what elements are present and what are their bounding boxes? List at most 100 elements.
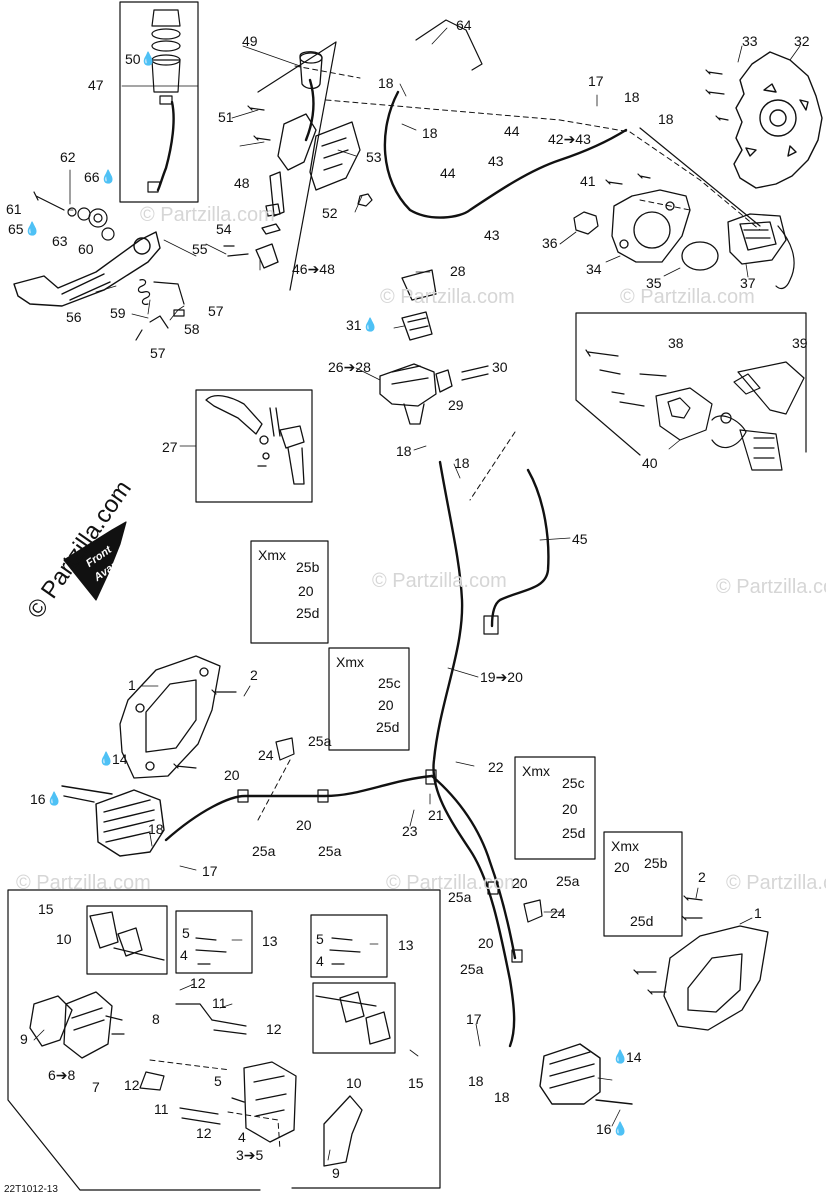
callout-label: 25d bbox=[376, 719, 400, 735]
xmx-box-title: Xmx bbox=[336, 654, 364, 670]
callout-label: 32 bbox=[794, 33, 810, 49]
callout-label: 12 bbox=[196, 1125, 212, 1141]
callout-label: 66 bbox=[84, 169, 100, 185]
cap-36 bbox=[573, 211, 599, 235]
drop-icon: 💧 bbox=[362, 317, 379, 332]
callout-label: 17 bbox=[466, 1011, 482, 1027]
callout-label: 53 bbox=[366, 149, 382, 165]
callout-label: 27 bbox=[162, 439, 178, 455]
callout-label: 18 bbox=[658, 111, 674, 127]
callout-label: 35 bbox=[646, 275, 662, 291]
xmx-box-1 bbox=[250, 540, 329, 644]
drop-icon: 💧 bbox=[24, 221, 41, 236]
callout-label: 65 bbox=[8, 221, 24, 237]
xmx-box-3 bbox=[514, 756, 596, 860]
callout-label: 50 bbox=[125, 51, 141, 67]
callout-label: 15 bbox=[408, 1075, 424, 1091]
callout-label: 5 bbox=[316, 931, 324, 947]
pins-box-2 bbox=[310, 914, 388, 978]
reservoir-group-frame bbox=[119, 1, 199, 203]
callout-label: 17 bbox=[202, 863, 218, 879]
callout-label: 48 bbox=[234, 175, 250, 191]
callout-label: 13 bbox=[262, 933, 278, 949]
hose-20-crossover bbox=[164, 774, 434, 842]
bolts-2-right bbox=[633, 895, 703, 995]
callout-label: 8 bbox=[152, 1011, 160, 1027]
callout-label: 7 bbox=[92, 1079, 100, 1095]
watermark-faint: © Partzilla.com bbox=[16, 872, 151, 894]
watermark-faint: © Partzilla.com bbox=[386, 872, 521, 894]
callout-label: 18 bbox=[378, 75, 394, 91]
callout-label: 9 bbox=[332, 1165, 340, 1181]
rear-caliper-kit-outline bbox=[575, 312, 807, 456]
callout-label: 25a bbox=[460, 961, 484, 977]
callout-label: 43 bbox=[484, 227, 500, 243]
callout-label: 4 bbox=[180, 947, 188, 963]
pads-box-2 bbox=[312, 982, 396, 1054]
callout-label: 1 bbox=[754, 905, 762, 921]
callout-label: 25a bbox=[318, 843, 342, 859]
watermark-faint: © Partzilla.com bbox=[140, 204, 275, 226]
callout-label: 64 bbox=[456, 17, 472, 33]
callout-label: 2 bbox=[698, 869, 706, 885]
nut-52 bbox=[357, 193, 373, 207]
callout-label: 5 bbox=[214, 1073, 222, 1089]
rear-brake-disc bbox=[733, 51, 823, 189]
callout-label: 51 bbox=[218, 109, 234, 125]
front-master-cylinder bbox=[379, 269, 489, 425]
callout-label: 18 bbox=[454, 455, 470, 471]
bolts-41 bbox=[605, 173, 651, 185]
callout-label: 47 bbox=[88, 77, 104, 93]
callout-label: 24 bbox=[550, 905, 566, 921]
callout-label: 20 bbox=[296, 817, 312, 833]
callout-label: 25a bbox=[448, 889, 472, 905]
drop-icon: 💧 bbox=[100, 169, 117, 184]
callout-label: 40 bbox=[642, 455, 658, 471]
callout-label: 4 bbox=[316, 953, 324, 969]
callout-label: 41 bbox=[580, 173, 596, 189]
xmx-box-title: Xmx bbox=[611, 838, 639, 854]
callout-label: 33 bbox=[742, 33, 758, 49]
hose-fittings bbox=[237, 19, 761, 963]
pins-and-bolts bbox=[105, 937, 377, 1125]
callout-label: 3➔5 bbox=[236, 1147, 264, 1163]
callout-label: 6➔8 bbox=[48, 1067, 76, 1083]
xmx-box-title: Xmx bbox=[522, 763, 550, 779]
callout-label: 25b bbox=[296, 559, 320, 575]
callout-label: 18 bbox=[396, 443, 412, 459]
hose-right-caliper bbox=[430, 774, 517, 960]
seal-ring-35 bbox=[681, 241, 719, 271]
callout-label: 16 bbox=[30, 791, 46, 807]
callout-label: 39 bbox=[792, 335, 808, 351]
xmx-box-title: Xmx bbox=[258, 547, 286, 563]
callout-label: 21 bbox=[428, 807, 444, 823]
callout-label: 11 bbox=[212, 995, 227, 1011]
hose-45-abs bbox=[490, 468, 550, 628]
callout-label: 57 bbox=[150, 345, 166, 361]
callout-label: 2 bbox=[250, 667, 258, 683]
disc-bolts bbox=[705, 69, 729, 121]
callout-label: 19➔20 bbox=[480, 669, 523, 685]
front-caliper-kit-outline bbox=[7, 889, 441, 1191]
drop-icon: 💧 bbox=[612, 1049, 629, 1064]
callout-label: 52 bbox=[322, 205, 338, 221]
callout-label: 5 bbox=[182, 925, 190, 941]
callout-label: 20 bbox=[378, 697, 394, 713]
callout-label: 20 bbox=[224, 767, 240, 783]
callout-label: 25c bbox=[378, 675, 401, 691]
callout-label: 10 bbox=[56, 931, 72, 947]
callout-label: 25a bbox=[308, 733, 332, 749]
callout-label: 16 bbox=[596, 1121, 612, 1137]
callout-label: 11 bbox=[154, 1101, 169, 1117]
callout-label: 18 bbox=[422, 125, 438, 141]
brake-pedal bbox=[13, 231, 161, 307]
callout-label: 18 bbox=[148, 821, 164, 837]
front-brake-lever bbox=[205, 394, 305, 485]
hose-to-master bbox=[304, 78, 315, 142]
drop-icon: 💧 bbox=[140, 51, 157, 66]
callout-label: 56 bbox=[66, 309, 82, 325]
drop-icon: 💧 bbox=[98, 751, 115, 766]
callout-label: 28 bbox=[450, 263, 466, 279]
brake-pads bbox=[89, 911, 391, 1045]
